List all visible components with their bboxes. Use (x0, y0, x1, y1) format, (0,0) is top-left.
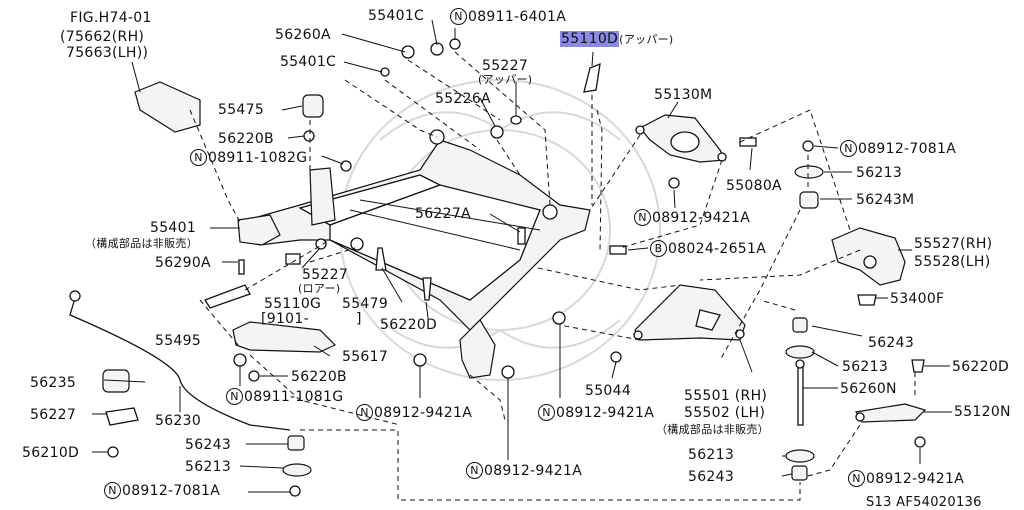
nut-symbol-icon: N (466, 462, 483, 479)
part-55479: 55479 (342, 296, 389, 312)
nut-symbol-icon: N (840, 140, 857, 157)
part-56290A: 56290A (155, 255, 211, 271)
top-fasteners (134, 38, 601, 172)
part-56220D-right: 56220D (952, 359, 1010, 375)
knuckle-bracket (831, 227, 906, 306)
part-56260A: 56260A (275, 27, 331, 43)
fig-rh: (75662(RH) (60, 29, 145, 45)
part-56230: 56230 (155, 413, 202, 429)
part-55475: 55475 (218, 102, 265, 118)
part-55226A: 55226A (435, 91, 491, 107)
part-55227-lower: 55227 (302, 267, 349, 283)
part-56220B-top: 56220B (218, 131, 274, 147)
nut-symbol-icon: N (450, 8, 467, 25)
note-not-sold-left: （構成部品は非販売） (85, 237, 198, 250)
part-56243-left: 56243 (185, 437, 232, 453)
part-55401: 55401 (150, 220, 197, 236)
range-9101: [9101- (261, 311, 309, 327)
bolt-symbol-icon: B (650, 240, 667, 257)
dashed-lines (189, 51, 916, 501)
part-55495: 55495 (155, 333, 202, 349)
part-56235: 56235 (30, 375, 77, 391)
range-end: ] (356, 311, 362, 327)
nut-symbol-icon: N (356, 404, 373, 421)
part-56213-bottom-right: 56213 (688, 447, 735, 463)
note-upper: (アッパー) (478, 73, 533, 86)
part-55227-upper: 55227 (482, 58, 529, 74)
part-56220B-bottom: 56220B (291, 369, 347, 385)
part-55502: 55502 (LH) (684, 405, 766, 421)
nut-symbol-icon: N (538, 404, 555, 421)
fig-ref[interactable]: FIG.H74-01 (70, 10, 152, 26)
part-56213-right2: 56213 (842, 359, 889, 375)
part-55528: 55528(LH) (914, 254, 991, 270)
note-not-sold-right: （構成部品は非販売） (656, 423, 769, 436)
part-56243M: 56243M (856, 192, 915, 208)
part-55617: 55617 (342, 349, 389, 365)
part-56220D-center: 56220D (380, 317, 438, 333)
part-56243-right: 56243 (868, 335, 915, 351)
part-56227: 56227 (30, 407, 77, 423)
crossmember (237, 129, 591, 379)
link-rods (795, 359, 927, 426)
part-55527: 55527(RH) (914, 236, 993, 252)
part-55401C: 55401C (280, 54, 337, 70)
nut-symbol-icon: N (190, 149, 207, 166)
part-55120N: 55120N (954, 404, 1011, 420)
part-56243-bottom-right: 56243 (688, 469, 735, 485)
mount-stack-right (785, 140, 925, 481)
part-55401C-top: 55401C (368, 8, 425, 24)
part-55130M: 55130M (654, 87, 713, 103)
fig-lh: 75663(LH)) (66, 45, 149, 61)
lower-arm (633, 284, 746, 341)
part-56213-left: 56213 (185, 459, 232, 475)
nut-symbol-icon: N (634, 209, 651, 226)
footer-code: S13 AF54020136 (866, 495, 982, 510)
part-55110D-highlighted[interactable]: 55110D(アッパー) (560, 31, 674, 47)
part-55080A: 55080A (726, 178, 782, 194)
nut-symbol-icon: N (848, 470, 865, 487)
nut-symbol-icon: N (104, 482, 121, 499)
part-53400F: 53400F (890, 291, 945, 307)
part-56227A: 56227A (415, 206, 471, 222)
upper-arm (635, 114, 727, 163)
part-55501: 55501 (RH) (684, 388, 768, 404)
part-56260N: 56260N (840, 381, 897, 397)
part-55044: 55044 (585, 383, 632, 399)
part-56213-right1: 56213 (856, 165, 903, 181)
part-56210D: 56210D (22, 445, 80, 461)
part-55110G: 55110G (264, 296, 322, 312)
note-lower: (ロアー) (298, 282, 341, 295)
nut-symbol-icon: N (226, 388, 243, 405)
